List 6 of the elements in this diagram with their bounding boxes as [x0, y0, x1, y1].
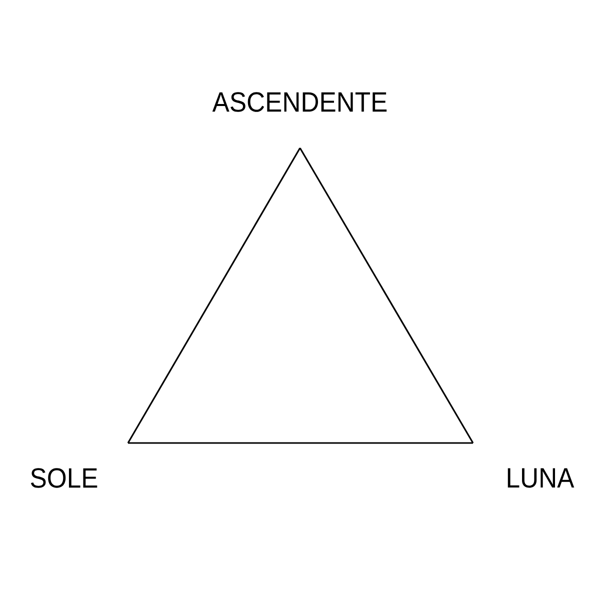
vertex-label: ASCENDENTE: [212, 92, 387, 112]
vertex-label: SOLE: [30, 468, 98, 488]
triangle-side: [128, 442, 473, 444]
triangle-side: [127, 148, 301, 444]
triangle-side: [299, 148, 474, 444]
vertex-label: LUNA: [508, 468, 574, 488]
